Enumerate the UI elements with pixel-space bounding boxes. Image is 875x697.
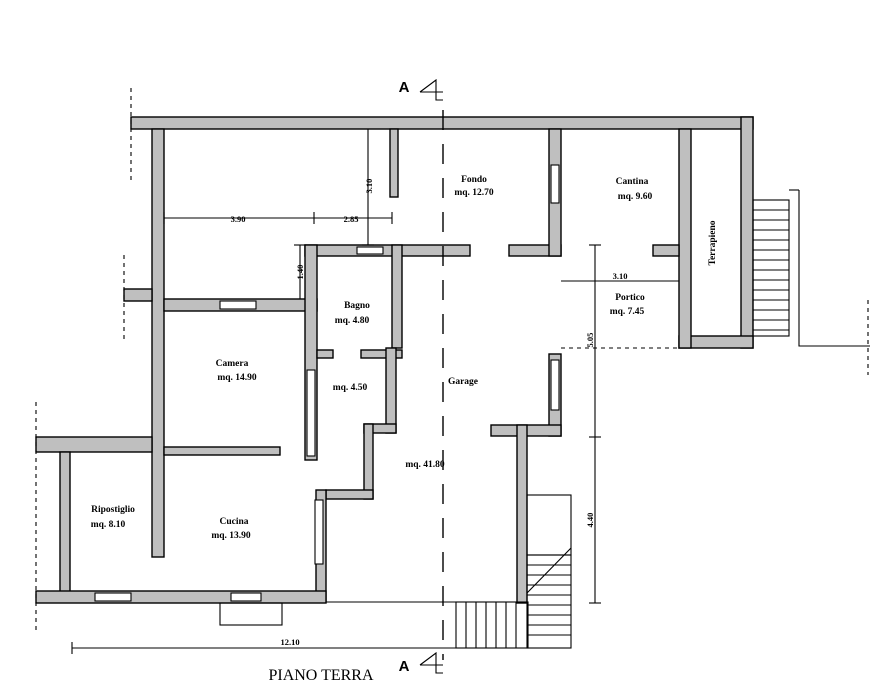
wall-disimpegno-right [385,347,397,434]
room-disimpegno-area: mq. 4.50 [333,383,368,393]
room-portico-name: Portico [615,293,645,303]
garage-stairs [455,494,572,649]
wall-bagno-bottom-a [316,349,334,359]
section-marker-bottom: A [399,651,443,675]
room-fondo-area: mq. 12.70 [454,188,494,198]
door-cucina [314,499,324,565]
door-camera [306,369,316,457]
room-bagno-area: mq. 4.80 [335,316,370,326]
wall-left-upper [151,128,165,558]
wall-top [130,116,754,130]
room-camera-area: mq. 14.90 [217,373,257,383]
room-garage-area: mq. 41.80 [405,460,445,470]
wall-ripostiglio-left [59,451,71,603]
dim-1210: 12.10 [280,637,299,647]
dim-140: 1.40 [295,265,305,280]
boundary-lines [35,88,869,630]
room-cantina-area: mq. 9.60 [618,192,653,202]
room-fondo-name: Fondo [461,175,487,185]
window-camera [219,300,257,310]
room-ripostiglio-area: mq. 8.10 [91,520,126,530]
dim-285: 2.85 [344,214,359,224]
room-cucina-name: Cucina [219,517,248,527]
wall-bottom [35,590,327,604]
wall-right [740,116,754,349]
portico-stairs [752,189,870,347]
dim-390: 3.90 [231,214,246,224]
dim-310-portico: 3.10 [613,271,628,281]
dim-505: 5.05 [585,333,595,348]
window-garage [550,359,560,411]
wall-left-stub [123,288,153,302]
window-bagno [356,246,384,255]
dimension-lines [71,129,679,654]
window-ripostiglio [94,592,132,602]
window-cantina [550,164,560,204]
wall-fondo-stub [389,128,399,198]
door-entrance [230,592,262,602]
plan-title: PIANO TERRA [268,667,373,684]
section-label-top: A [399,79,410,96]
section-marker-top: A [399,78,443,101]
section-label-bottom: A [399,658,410,675]
wall-corridor-top [304,244,471,257]
room-bagno-name: Bagno [344,301,370,311]
wall-disimpegno-lower [363,423,374,500]
wall-terrapieno-left [678,128,692,349]
wall-cantina-bottom [652,244,680,257]
walls [35,116,754,604]
room-camera-name: Camera [216,359,249,369]
dim-310-vertical: 3.10 [364,179,374,194]
room-portico-area: mq. 7.45 [610,307,645,317]
wall-bagno-bottom-b [360,349,403,359]
dim-440: 4.40 [585,513,595,528]
wall-camera-cucina [163,446,281,456]
room-terrapieno-name: Terrapieno [708,220,718,265]
room-garage-name: Garage [448,377,478,387]
wall-garage-kink [325,489,374,500]
room-cantina-name: Cantina [616,177,649,187]
wall-bagno-right [391,244,403,349]
entrance-step [219,602,283,626]
wall-ripostiglio-top [35,436,153,453]
room-cucina-area: mq. 13.90 [211,531,251,541]
wall-garage-right [516,424,528,604]
room-ripostiglio-name: Ripostiglio [91,505,135,515]
